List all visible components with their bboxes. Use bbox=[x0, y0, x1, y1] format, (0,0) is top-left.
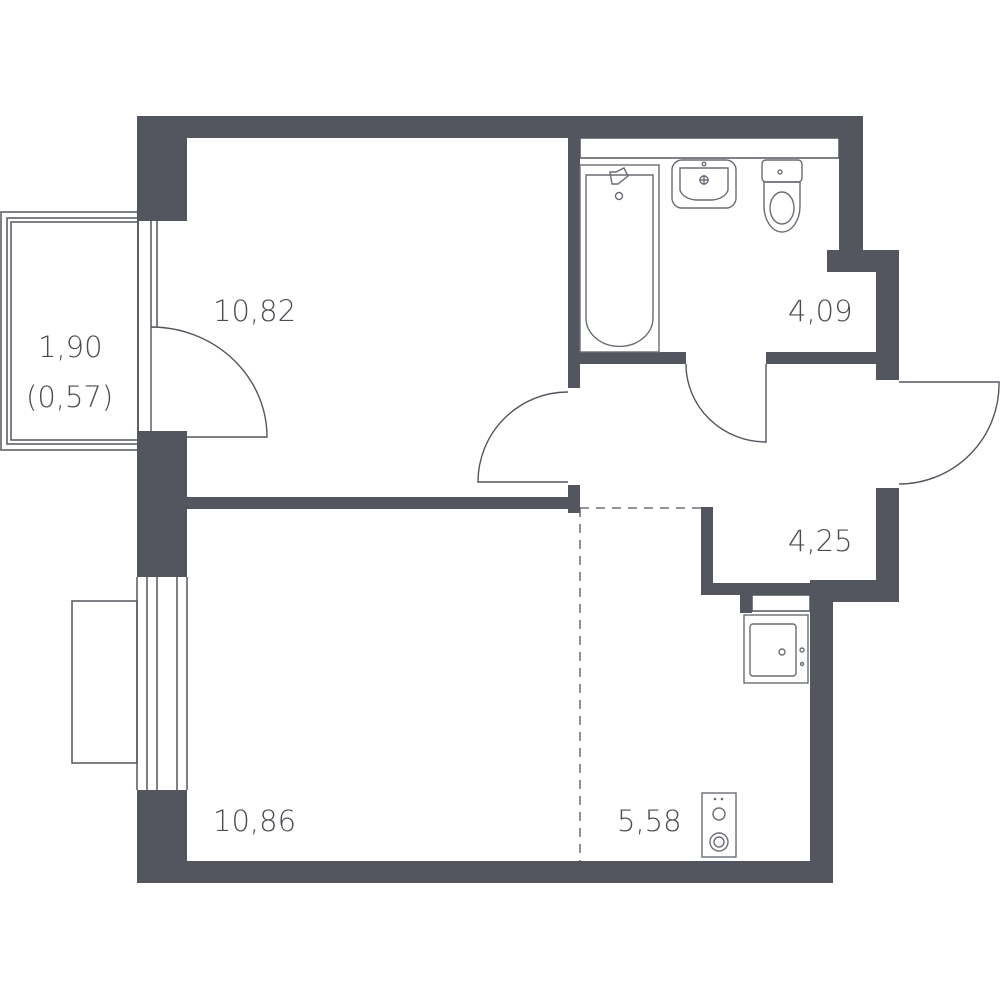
interior-walls bbox=[187, 137, 876, 613]
bathroom-area: 4,09 bbox=[788, 294, 853, 328]
toilet bbox=[761, 159, 803, 233]
balcony-area: 1,90 bbox=[38, 330, 103, 364]
balcony-area-reduced: (0,57) bbox=[26, 380, 113, 414]
room-bottom-area: 10,86 bbox=[213, 804, 296, 838]
doors bbox=[150, 326, 1000, 485]
kitchen-zone-boundary bbox=[579, 507, 701, 861]
windows bbox=[71, 221, 188, 790]
exterior-walls bbox=[137, 116, 899, 883]
kitchen-area: 5,58 bbox=[617, 804, 682, 838]
balcony bbox=[0, 211, 139, 451]
bathtub bbox=[579, 164, 660, 353]
sink bbox=[671, 159, 737, 209]
room-top-area: 10,82 bbox=[213, 294, 296, 328]
hallway-area: 4,25 bbox=[788, 524, 853, 558]
stove bbox=[701, 792, 737, 858]
kitchen-sink bbox=[743, 614, 809, 684]
